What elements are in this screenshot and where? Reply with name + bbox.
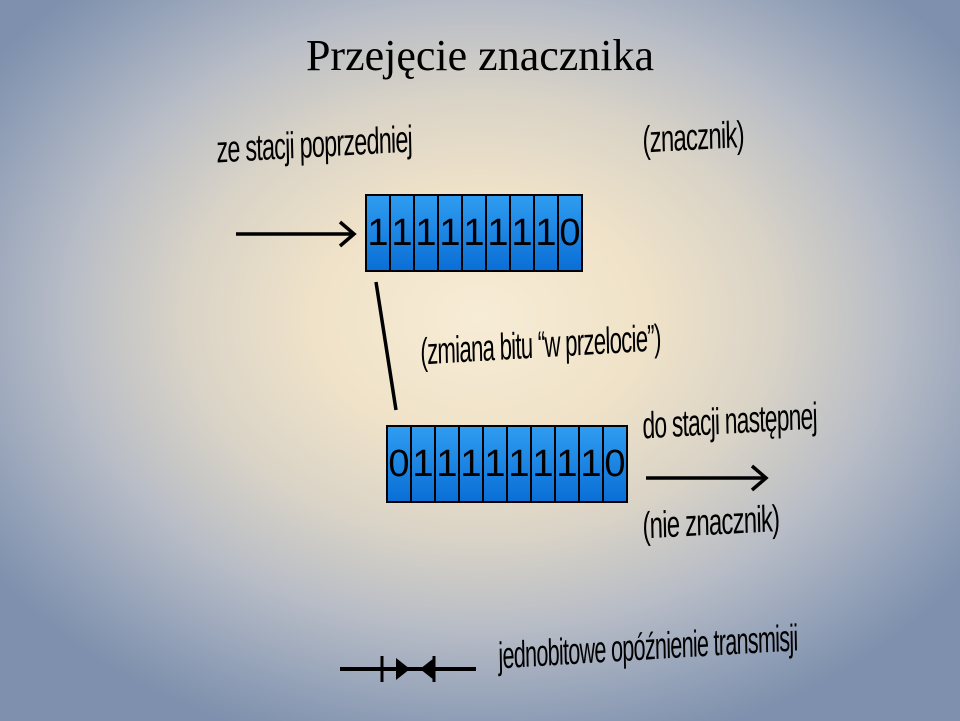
bit-cell: 1 xyxy=(415,196,437,270)
bit-cell: 1 xyxy=(535,196,557,270)
bit-cell: 1 xyxy=(439,196,461,270)
bit-cell: 1 xyxy=(463,196,485,270)
bit-cell: 1 xyxy=(556,427,578,501)
connector-line xyxy=(374,281,398,411)
register-not-token: 0 1 1 1 1 1 1 1 1 0 xyxy=(386,425,628,503)
bit-cell: 1 xyxy=(460,427,482,501)
bit-cell: 1 xyxy=(484,427,506,501)
arrow-in-from-previous xyxy=(236,220,357,248)
bit-cell: 1 xyxy=(391,196,413,270)
bit-cell: 0 xyxy=(604,427,626,501)
register-token: 1 1 1 1 1 1 1 1 0 xyxy=(365,194,583,272)
bit-cell: 0 xyxy=(559,196,581,270)
bit-cell: 1 xyxy=(532,427,554,501)
bit-cell: 1 xyxy=(436,427,458,501)
bit-cell: 1 xyxy=(508,427,530,501)
one-bit-delay-symbol xyxy=(340,656,476,682)
bit-cell: 1 xyxy=(487,196,509,270)
page-title: Przejęcie znacznika xyxy=(305,31,655,80)
bit-cell: 1 xyxy=(511,196,533,270)
bit-cell: 1 xyxy=(367,196,389,270)
bit-cell: 0 xyxy=(388,427,410,501)
bit-cell: 1 xyxy=(412,427,434,501)
arrow-out-to-next xyxy=(646,464,769,492)
bit-cell: 1 xyxy=(580,427,602,501)
